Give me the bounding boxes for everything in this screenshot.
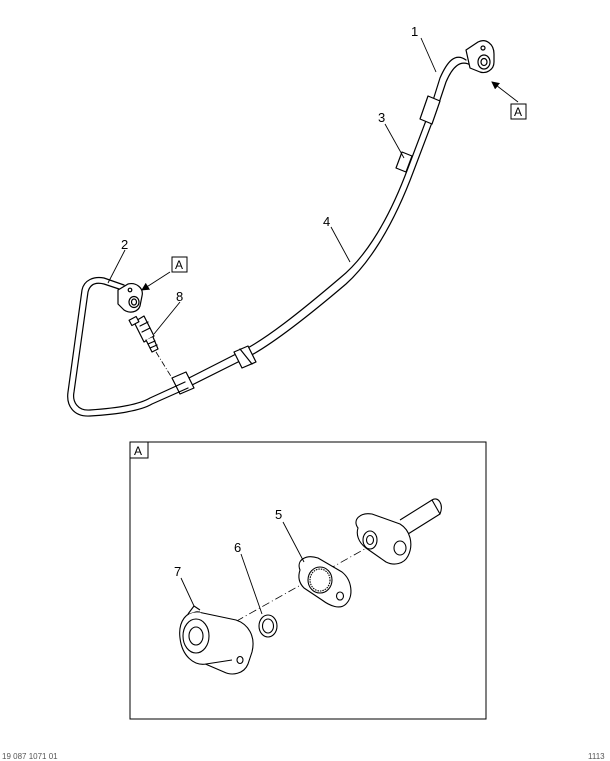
callout-6: 6 [234, 540, 241, 555]
hose-assembly [67, 40, 495, 417]
view-label-left: A [175, 258, 183, 272]
callout-1: 1 [411, 24, 418, 39]
detail-view-label: A [134, 444, 142, 458]
callout-4: 4 [323, 214, 330, 229]
callout-2: 2 [121, 237, 128, 252]
detail-parts [179, 498, 442, 675]
leaders-upper [107, 37, 519, 335]
detail-view-frame: A [129, 441, 487, 720]
callout-7: 7 [174, 564, 181, 579]
callout-8: 8 [176, 289, 183, 304]
hose-outer-line [184, 56, 467, 381]
hose-inner-line [189, 62, 473, 387]
upper-sleeve [419, 95, 441, 125]
upper-flange-fitting [465, 40, 495, 74]
cap-fitting-7 [179, 605, 254, 675]
middle-coupling [233, 345, 257, 369]
left-flange-fitting [117, 283, 143, 313]
view-label-top-right: A [514, 105, 522, 119]
figure-code: 19 087 1071 01 [2, 752, 58, 761]
callout-3: 3 [378, 110, 385, 125]
left-tube-outer [73, 282, 186, 411]
leaders-detail [180, 521, 305, 615]
hose-clip-3 [395, 151, 413, 173]
detail-hose-end [355, 498, 442, 565]
sensor-centerline [155, 351, 173, 379]
view-label-box-left: A [171, 256, 188, 273]
revision-code: 1113 [588, 752, 605, 761]
o-ring-6 [258, 614, 278, 638]
sensor-8 [128, 315, 159, 353]
gasket-5 [298, 556, 352, 608]
view-label-box-top-right: A [510, 103, 527, 120]
callout-5: 5 [275, 507, 282, 522]
left-tube-inner [67, 276, 189, 417]
